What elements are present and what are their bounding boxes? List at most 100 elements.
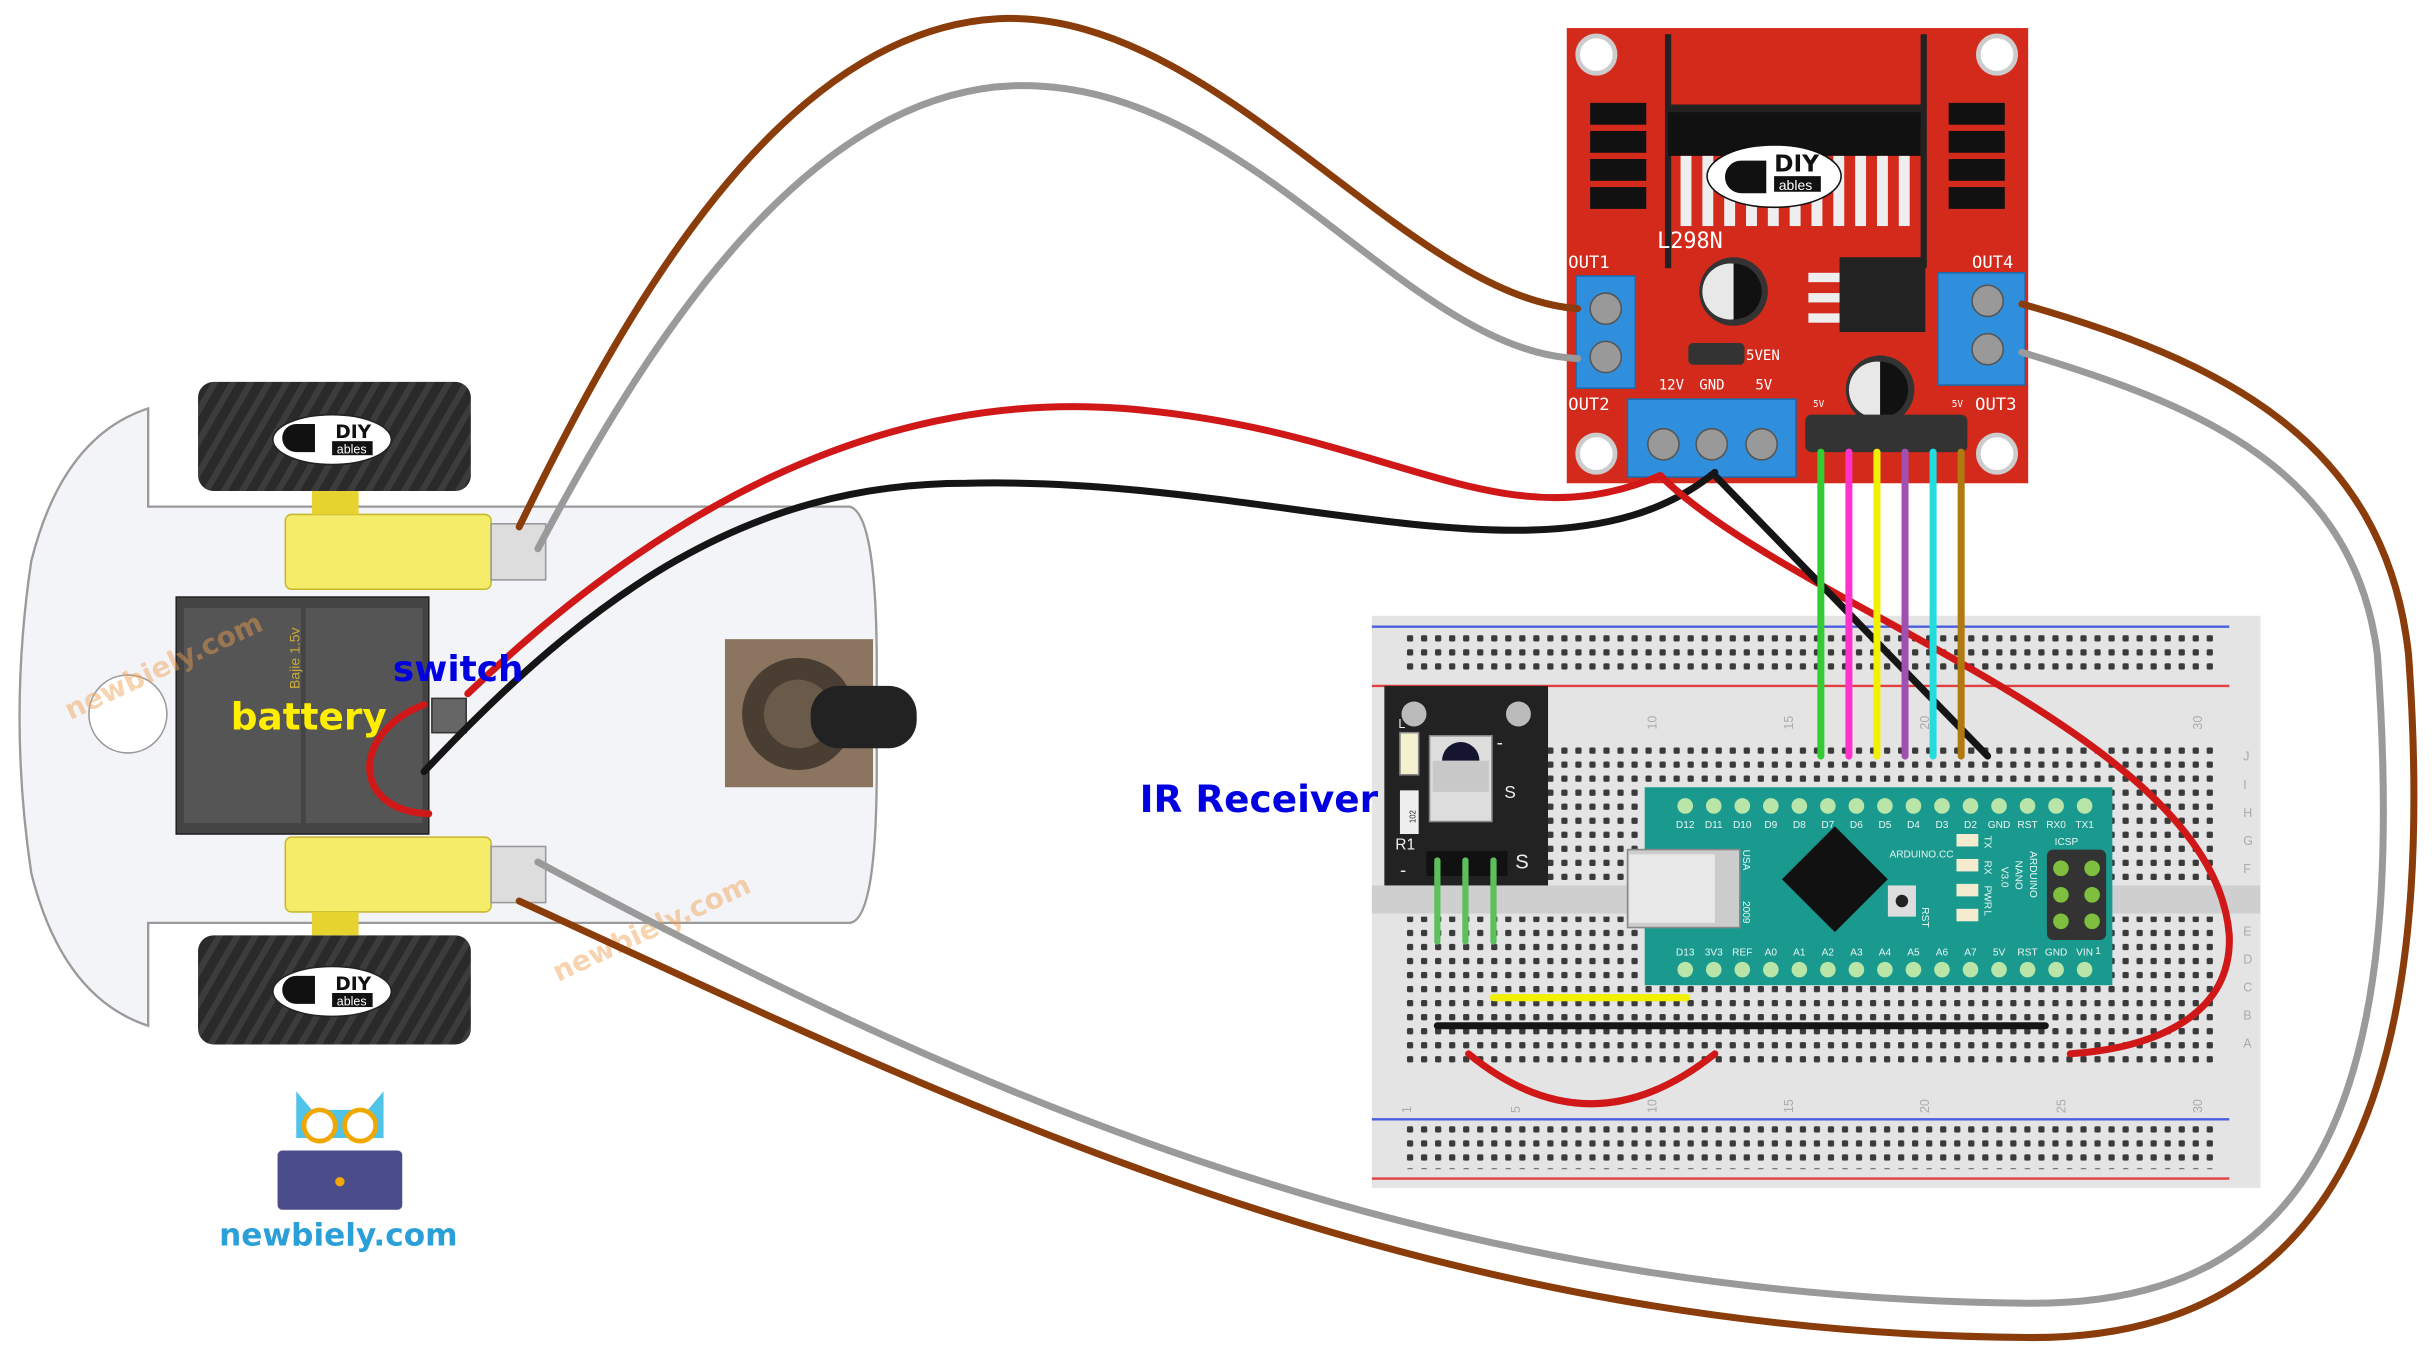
chip-leg: [1680, 155, 1692, 227]
switch-label: switch: [393, 649, 524, 690]
chip-leg: [1702, 155, 1714, 227]
column-number: 10: [1645, 716, 1659, 730]
column-number: 10: [1645, 1099, 1659, 1113]
pin-label: 5V: [1993, 948, 2006, 959]
out3-label: OUT3: [1975, 395, 2016, 415]
icsp-pin1-label: 1: [2095, 946, 2101, 957]
arduino-pin: [1962, 798, 1979, 814]
arduino-pin: [1820, 798, 1836, 814]
battery-text: Bajie 1.5v: [286, 627, 302, 689]
pin-label: D13: [1676, 948, 1695, 959]
resistor-value: 102: [1409, 810, 1418, 823]
pin-label: VIN: [2076, 948, 2093, 959]
out2-label: OUT2: [1568, 395, 1609, 415]
column-number: 25: [2055, 1099, 2069, 1113]
pin-label: D8: [1793, 820, 1806, 831]
arduino-pin: [1877, 961, 1893, 978]
icsp-pin: [2084, 887, 2100, 903]
icsp-pin: [2053, 887, 2069, 903]
pin-label: D5: [1878, 820, 1891, 831]
chassis-hole: [88, 674, 168, 754]
diode: [1590, 102, 1647, 125]
arduino-pin: [1991, 961, 2007, 978]
row-letter: B: [2243, 1009, 2251, 1023]
model-label: ARDUINO: [2027, 851, 2038, 898]
control-header: [1805, 414, 1968, 453]
pin-label: A7: [1964, 948, 1977, 959]
pin-label: D7: [1821, 820, 1834, 831]
column-number: 30: [2191, 716, 2205, 730]
gnd-label: GND: [1699, 378, 1724, 394]
logo-text: DIY: [1774, 149, 1820, 177]
logo-text: ables: [337, 994, 367, 1008]
motor-bottom: [284, 836, 492, 913]
pin-label: D12: [1676, 820, 1695, 831]
chip-leg: [1833, 155, 1845, 227]
wire-breadboard-red: [1465, 1050, 1719, 1108]
arduino-pin: [2019, 798, 2036, 814]
site-label: newbiely.com: [219, 1218, 458, 1254]
row-letter: H: [2243, 806, 2252, 820]
led: [1956, 834, 1979, 847]
column-number: 15: [1782, 716, 1796, 730]
row-letter: E: [2243, 924, 2251, 938]
pin-label: 3V3: [1705, 948, 1723, 959]
out4-label: OUT4: [1972, 253, 2013, 273]
arduino-pin: [1905, 798, 1922, 814]
5v-header-label: 5V: [1813, 399, 1825, 410]
diode: [1590, 159, 1647, 181]
diode: [1948, 187, 2005, 209]
arduino-pin: [2076, 798, 2093, 814]
column-number: 15: [1782, 1099, 1796, 1113]
pin-label: D4: [1907, 820, 1920, 831]
arduino-pin: [1877, 798, 1893, 814]
arduino-pin: [2076, 961, 2093, 978]
icsp-pin: [2084, 860, 2100, 877]
usa-label: USA: [1740, 850, 1751, 871]
pin-label: A1: [1793, 948, 1806, 959]
led-label: L: [1982, 910, 1993, 916]
led: [1956, 883, 1979, 897]
pin-label: D2: [1964, 820, 1977, 831]
wheel-top: DIY ables: [198, 381, 471, 492]
motor-top: [284, 513, 492, 591]
arduino-pin: [1677, 961, 1694, 978]
icsp-pin: [2053, 913, 2069, 930]
wire-vin-red: [1656, 471, 2233, 1058]
arduino-pin: [1848, 798, 1865, 814]
5v-header-label: 5V: [1952, 399, 1964, 410]
pin-label: GND: [2045, 948, 2068, 959]
arduino-pin: [1905, 961, 1922, 978]
chip-leg: [1898, 155, 1910, 227]
arduino-pin: [1934, 798, 1950, 814]
arduino-pin: [2048, 961, 2064, 978]
led: [1956, 858, 1979, 872]
arduino-pin: [1791, 798, 1808, 814]
pin-label: REF: [1732, 948, 1752, 959]
rst-button-label: RST: [1919, 907, 1930, 927]
chip-leg: [1855, 155, 1867, 227]
column-number: 5: [1509, 1106, 1523, 1113]
wire-motor-bottom-brown: [515, 300, 2418, 1342]
pin-label: RST: [2017, 820, 2037, 831]
ir-receiver-label: IR Receiver: [1140, 777, 1379, 821]
arduino-pin: [1734, 798, 1751, 814]
chip-title: L298N: [1657, 229, 1723, 254]
pin-label: D6: [1850, 820, 1863, 831]
arduino-pin: [1705, 798, 1722, 814]
arduino-pin: [2019, 961, 2036, 978]
s-label: S: [1504, 782, 1515, 802]
logo-text: DIY: [335, 422, 371, 443]
diode: [1590, 187, 1647, 209]
r1-label: R1: [1395, 837, 1415, 854]
icsp-pin: [2084, 913, 2100, 930]
pin-label: D10: [1733, 820, 1752, 831]
year-label: 2009: [1740, 901, 1751, 924]
arduino-pin: [1820, 961, 1836, 978]
pin-label: RST: [2017, 948, 2037, 959]
wire-motor-top-gray: [534, 82, 1582, 553]
arduino-pin: [1705, 961, 1722, 978]
arduino-pin: [1962, 961, 1979, 978]
row-letter: C: [2243, 980, 2252, 994]
